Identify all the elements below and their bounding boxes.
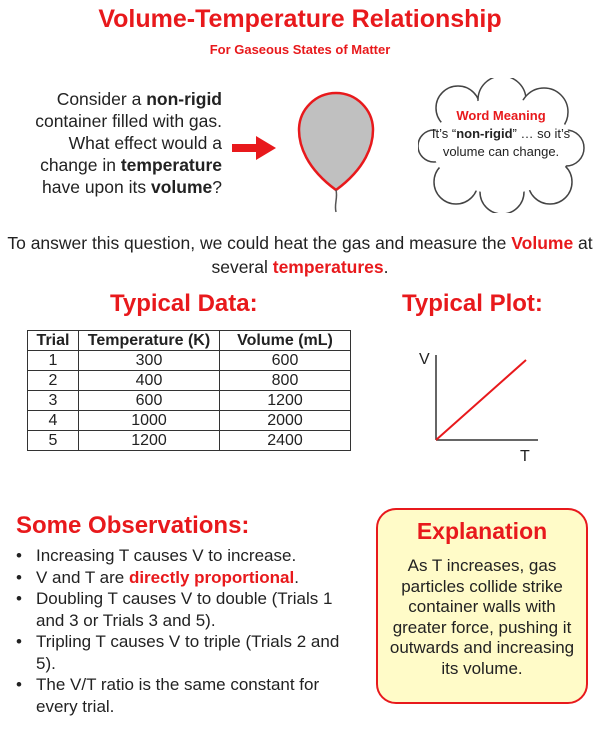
observation-text: Increasing T causes V to increase. — [36, 546, 297, 565]
bullet-icon: • — [16, 632, 22, 651]
observations-heading: Some Observations: — [16, 512, 250, 539]
observation-text: Tripling T causes V to triple (Trials 2 … — [36, 632, 340, 673]
right-arrow-icon — [232, 136, 276, 160]
word-meaning-note: Word Meaning It’s “non-rigid” … so it’s … — [424, 107, 578, 161]
table-header-cell: Temperature (K) — [78, 330, 220, 351]
answer-highlight: Volume — [511, 233, 574, 253]
list-item: • Doubling T causes V to double (Trials 1… — [12, 588, 362, 631]
explanation-text: As T increases, gas particles collide st… — [389, 556, 575, 678]
table-cell: 800 — [219, 370, 351, 391]
table-cell: 5 — [27, 430, 79, 451]
observation-text: Doubling T causes V to double (Trials 1 … — [36, 589, 333, 630]
table-cell: 300 — [78, 350, 220, 371]
data-heading: Typical Data: — [110, 290, 258, 317]
plot-series-line — [435, 359, 527, 441]
table-cell: 1200 — [78, 430, 220, 451]
table-cell: 3 — [27, 390, 79, 411]
observations-list: • Increasing T causes V to increase. • V a… — [12, 545, 362, 717]
plot-y-label: V — [419, 351, 430, 368]
plot-x-label: T — [520, 448, 530, 465]
bullet-icon: • — [16, 589, 22, 608]
bullet-icon: • — [16, 675, 22, 694]
question-bold: non-rigid — [146, 89, 222, 109]
thought-cloud-icon — [418, 78, 585, 213]
table-cell: 2400 — [219, 430, 351, 451]
answer-text: To answer this question, we could heat t… — [0, 231, 600, 279]
table-cell: 400 — [78, 370, 220, 391]
list-item: • The V/T ratio is the same constant for … — [12, 674, 362, 717]
table-cell: 1000 — [78, 410, 220, 431]
page-title: Volume-Temperature Relationship — [98, 5, 502, 33]
table-cell: 2 — [27, 370, 79, 391]
observation-text: The V/T ratio is the same constant for e… — [36, 675, 320, 716]
word-meaning-bold: non-rigid — [456, 126, 513, 141]
answer-part: at several — [211, 233, 593, 277]
question-part: ? — [212, 177, 222, 197]
table-cell: 1200 — [219, 390, 351, 411]
balloon-icon — [297, 91, 375, 213]
list-item: • Increasing T causes V to increase. — [12, 545, 362, 567]
word-meaning-title: Word Meaning — [456, 108, 546, 123]
table-header-cell: Trial — [27, 330, 79, 351]
table-header-row: Trial Temperature (K) Volume (mL) — [27, 330, 351, 351]
bullet-icon: • — [16, 546, 22, 565]
observation-text: V and T are — [36, 567, 129, 587]
observation-text: . — [294, 567, 299, 587]
question-bold: temperature — [120, 155, 222, 175]
answer-part: . — [383, 257, 389, 277]
table-header-cell: Volume (mL) — [219, 330, 351, 351]
list-item: • V and T are directly proportional. — [12, 567, 362, 589]
question-part: Consider a — [56, 89, 147, 109]
table-cell: 600 — [78, 390, 220, 411]
answer-highlight: temperatures — [272, 257, 384, 277]
observation-highlight: directly proportional — [128, 567, 295, 587]
word-meaning-part: It’s “ — [431, 126, 457, 141]
table-cell: 1 — [27, 350, 79, 371]
word-meaning-part: ” … so it’s volume can change. — [442, 126, 571, 159]
table-cell: 2000 — [219, 410, 351, 431]
question-part: have upon its — [42, 177, 151, 197]
word-meaning-text: It’s “non-rigid” … so it’s volume can ch… — [424, 125, 578, 161]
question-bold: volume — [150, 177, 213, 197]
explanation-title: Explanation — [416, 518, 548, 544]
plot-heading: Typical Plot: — [402, 290, 543, 317]
table-cell: 600 — [219, 350, 351, 371]
bullet-icon: • — [16, 567, 22, 587]
typical-plot: V T — [419, 351, 538, 465]
list-item: • Tripling T causes V to triple (Trials 2… — [12, 631, 362, 674]
question-text: Consider a non-rigid container filled wi… — [8, 88, 222, 198]
answer-part: To answer this question, we could heat t… — [7, 233, 512, 253]
explanation-box — [376, 508, 588, 704]
table-cell: 4 — [27, 410, 79, 431]
page-subtitle: For Gaseous States of Matter — [209, 42, 391, 57]
question-part: container filled with gas. What effect w… — [35, 111, 222, 175]
